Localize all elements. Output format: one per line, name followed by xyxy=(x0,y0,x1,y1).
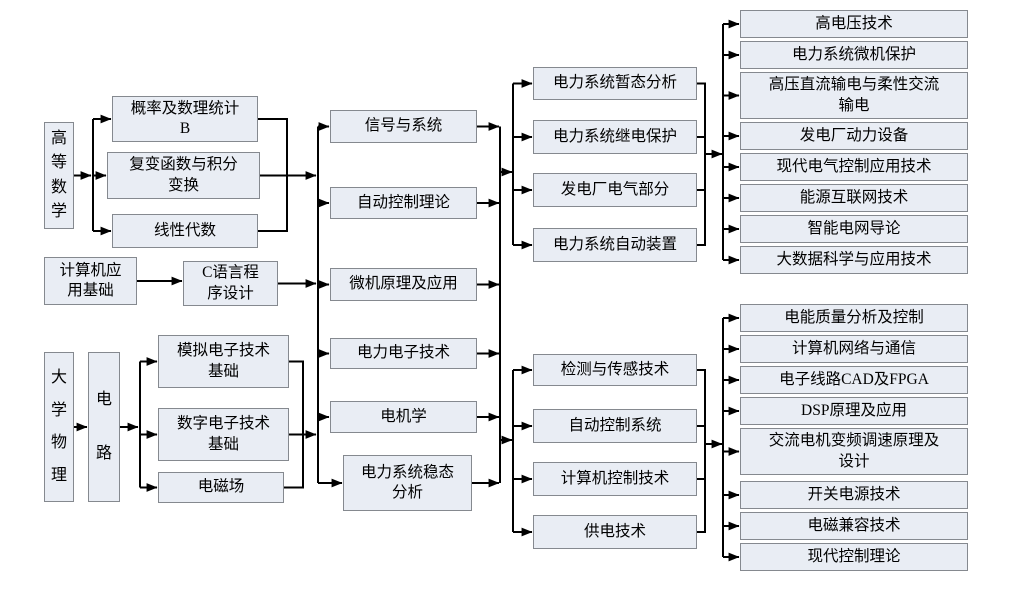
node-label: 电磁兼容技术 xyxy=(807,516,901,534)
node-label: 能源互联网技术 xyxy=(799,188,909,206)
node-modern-electrical-control: 现代电气控制应用技术 xyxy=(740,153,968,181)
node-relay-protection: 电力系统继电保护 xyxy=(533,120,697,154)
node-energy-internet: 能源互联网技术 xyxy=(740,184,968,212)
node-linear-algebra: 线性代数 xyxy=(112,214,258,248)
node-label: 智能电网导论 xyxy=(807,219,901,237)
node-label: 电力系统微机保护 xyxy=(791,45,916,63)
node-label: 电力系统稳态 分析 xyxy=(360,463,454,501)
node-label: DSP原理及应用 xyxy=(801,401,907,419)
node-label: 大学物理 xyxy=(50,368,67,485)
node-label: 复变函数与积分 变换 xyxy=(129,156,238,194)
node-high-voltage: 高电压技术 xyxy=(740,10,968,38)
node-label: 信号与系统 xyxy=(364,117,443,135)
node-auto-devices: 电力系统自动装置 xyxy=(533,228,697,262)
node-detection-sensing: 检测与传感技术 xyxy=(533,354,697,386)
node-label: 概率及数理统计 B xyxy=(130,99,240,137)
node-digital-electronics: 数字电子技术 基础 xyxy=(158,408,289,461)
node-label: C语言程 序设计 xyxy=(202,264,259,302)
node-label: 高等数学 xyxy=(50,130,67,220)
node-probability: 概率及数理统计 B xyxy=(112,96,258,142)
node-dsp: DSP原理及应用 xyxy=(740,397,968,425)
node-power-electronics: 电力电子技术 xyxy=(330,338,477,369)
node-modern-control-theory: 现代控制理论 xyxy=(740,543,968,571)
node-big-data: 大数据科学与应用技术 xyxy=(740,246,968,274)
node-label: 电力电子技术 xyxy=(356,344,450,362)
node-transient-analysis: 电力系统暂态分析 xyxy=(533,67,697,100)
node-label: 电路 xyxy=(95,390,112,463)
node-microcomputer-protection: 电力系统微机保护 xyxy=(740,41,968,69)
node-label: 开关电源技术 xyxy=(807,485,901,503)
node-math: 高等数学 xyxy=(44,122,74,229)
node-emc: 电磁兼容技术 xyxy=(740,512,968,540)
node-physics: 大学物理 xyxy=(44,352,74,502)
node-label: 高压直流输电与柔性交流 输电 xyxy=(768,76,940,114)
node-label: 计算机控制技术 xyxy=(560,469,670,487)
node-cad-fpga: 电子线路CAD及FPGA xyxy=(740,366,968,394)
node-label: 电力系统继电保护 xyxy=(552,127,677,145)
node-electric-machinery: 电机学 xyxy=(330,401,477,433)
node-computer-basics: 计算机应 用基础 xyxy=(44,257,137,305)
node-label: 电机学 xyxy=(380,407,427,425)
node-circuits: 电路 xyxy=(88,352,120,502)
node-label: 发电厂电气部分 xyxy=(560,180,670,198)
node-label: 电力系统暂态分析 xyxy=(552,74,677,92)
node-label: 微机原理及应用 xyxy=(349,275,458,293)
node-ac-motor-vfd: 交流电机变频调速原理及 设计 xyxy=(740,428,968,475)
node-label: 模拟电子技术 基础 xyxy=(176,342,270,380)
node-switching-power: 开关电源技术 xyxy=(740,481,968,509)
node-analog-electronics: 模拟电子技术 基础 xyxy=(158,335,289,388)
node-label: 计算机应 用基础 xyxy=(59,261,122,299)
node-auto-control-theory: 自动控制理论 xyxy=(330,187,477,219)
node-computer-control: 计算机控制技术 xyxy=(533,462,697,496)
node-hvdc: 高压直流输电与柔性交流 输电 xyxy=(740,72,968,119)
node-label: 计算机网络与通信 xyxy=(791,339,916,357)
node-auto-control-systems: 自动控制系统 xyxy=(533,409,697,443)
node-label: 大数据科学与应用技术 xyxy=(776,250,932,268)
node-microcomputer: 微机原理及应用 xyxy=(330,268,477,301)
node-power-plant-equipment: 发电厂动力设备 xyxy=(740,122,968,150)
node-label: 现代控制理论 xyxy=(807,547,901,565)
node-electromagnetic-field: 电磁场 xyxy=(158,472,284,503)
node-label: 供电技术 xyxy=(583,522,646,540)
node-label: 自动控制系统 xyxy=(568,416,662,434)
node-power-quality: 电能质量分析及控制 xyxy=(740,304,968,332)
node-label: 电子线路CAD及FPGA xyxy=(779,370,929,388)
node-label: 交流电机变频调速原理及 设计 xyxy=(768,432,940,470)
node-label: 线性代数 xyxy=(153,221,216,239)
node-computer-networks: 计算机网络与通信 xyxy=(740,335,968,363)
node-c-language: C语言程 序设计 xyxy=(183,261,278,306)
node-label: 检测与传感技术 xyxy=(560,360,670,378)
node-label: 现代电气控制应用技术 xyxy=(776,157,932,175)
node-smart-grid: 智能电网导论 xyxy=(740,215,968,243)
node-label: 电磁场 xyxy=(197,478,245,496)
node-power-plant-electrical: 发电厂电气部分 xyxy=(533,173,697,207)
node-label: 发电厂动力设备 xyxy=(799,126,909,144)
node-signals-systems: 信号与系统 xyxy=(330,110,477,143)
node-label: 自动控制理论 xyxy=(356,193,450,211)
node-label: 电力系统自动装置 xyxy=(552,235,677,253)
node-power-system-steady-state: 电力系统稳态 分析 xyxy=(343,455,472,511)
node-power-supply: 供电技术 xyxy=(533,515,697,549)
node-label: 电能质量分析及控制 xyxy=(784,308,924,326)
node-label: 数字电子技术 基础 xyxy=(176,415,270,453)
node-complex-functions: 复变函数与积分 变换 xyxy=(107,152,260,199)
node-label: 高电压技术 xyxy=(815,14,893,32)
